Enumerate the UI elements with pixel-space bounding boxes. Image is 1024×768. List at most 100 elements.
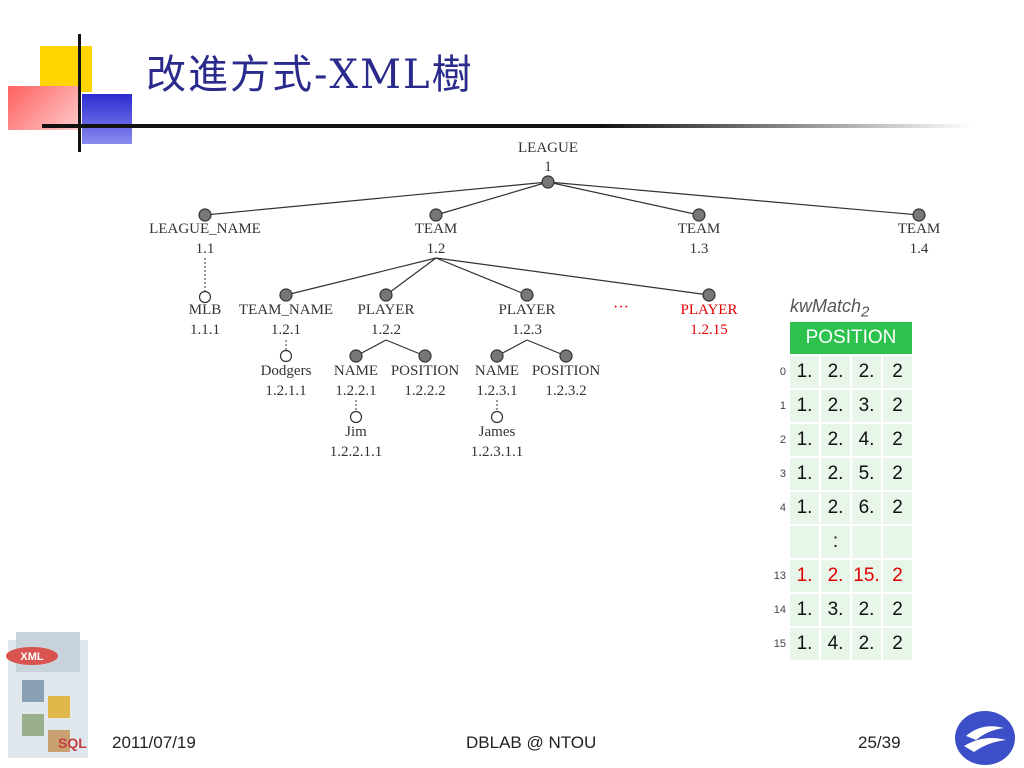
node-name [490, 349, 504, 363]
label-league: LEAGUE [518, 140, 578, 156]
label-mlb: MLB [189, 302, 222, 318]
kwmatch-cell: 2 [883, 560, 912, 592]
logo-block [22, 680, 44, 702]
kwmatch-row-index: 4 [779, 502, 786, 514]
kwmatch-row: : [764, 526, 912, 558]
node-league-name [198, 208, 212, 222]
xml-badge-text: XML [20, 651, 44, 663]
kwmatch-label-text: kwMatch [790, 296, 862, 316]
id-dodgers: 1.2.1.1 [265, 383, 306, 399]
tree-value-edges [204, 258, 498, 411]
kwmatch-cell: 1. [790, 492, 819, 524]
kwmatch-cell: 4. [852, 424, 881, 456]
university-logo [955, 711, 1015, 765]
id-league-name: 1.1 [196, 241, 215, 257]
footer-page-number: 25/39 [858, 733, 901, 752]
label-team: TEAM [415, 221, 458, 237]
edge [204, 181, 549, 216]
kwmatch-cell [852, 526, 881, 558]
logo-block [48, 696, 70, 718]
footer-date: 2011/07/19 [112, 733, 196, 752]
tree-edges [204, 181, 920, 357]
label-team: TEAM [898, 221, 941, 237]
kwmatch-cell: 1. [790, 458, 819, 490]
kwmatch-header: POSITION [790, 322, 912, 354]
kwmatch-cell: 2. [852, 628, 881, 660]
ellipsis: ··· [613, 299, 629, 316]
kwmatch-cell: : [821, 526, 850, 558]
kwmatch-row-index [764, 526, 788, 558]
logo-wave [966, 726, 1004, 740]
decor-yellow-square [40, 46, 92, 92]
kwmatch-cell: 2 [883, 424, 912, 456]
kwmatch-cell: 3. [821, 594, 850, 626]
node-position [418, 349, 432, 363]
node-team [912, 208, 926, 222]
kwmatch-cell [790, 526, 819, 558]
kwmatch-cell: 2 [883, 390, 912, 422]
id-player: 1.2.2 [371, 322, 401, 338]
kwmatch-cell: 1. [790, 628, 819, 660]
kwmatch-cell: 1. [790, 424, 819, 456]
footer-center: DBLAB @ NTOU [466, 733, 597, 752]
kwmatch-cell: 2 [883, 492, 912, 524]
node-player [520, 288, 534, 302]
edge [547, 181, 700, 216]
kwmatch-row-index: 15 [773, 638, 786, 650]
id-player-red: 1.2.15 [690, 322, 728, 338]
label-james: James [479, 424, 516, 440]
kwmatch-cell: 2 [883, 458, 912, 490]
label-position: POSITION [391, 363, 460, 379]
kwmatch-cell: 2 [883, 628, 912, 660]
sql-text: SQL [58, 735, 87, 751]
label-league-name: LEAGUE_NAME [149, 221, 261, 237]
slide-title: 改進方式-XML樹 [146, 52, 474, 98]
edge [435, 257, 528, 296]
id-name: 1.2.3.1 [476, 383, 517, 399]
kwmatch-cell: 2. [821, 458, 850, 490]
decor-blue-square [82, 94, 132, 144]
node-player [702, 288, 716, 302]
label-team: TEAM [678, 221, 721, 237]
node-team [429, 208, 443, 222]
edge [547, 181, 920, 216]
kwmatch-cell: 6. [852, 492, 881, 524]
edge [526, 339, 567, 357]
id-mlb: 1.1.1 [190, 322, 220, 338]
label-position: POSITION [532, 363, 601, 379]
node-league [541, 175, 555, 189]
kwmatch-row-index: 3 [779, 468, 786, 480]
node-team-name [279, 288, 293, 302]
label-name: NAME [475, 363, 519, 379]
edge [385, 339, 426, 357]
edge [435, 181, 549, 216]
id-name: 1.2.2.1 [335, 383, 376, 399]
kwmatch-label-subscript: 2 [861, 303, 870, 321]
title-underline [42, 124, 972, 128]
id-jim: 1.2.2.1.1 [330, 444, 383, 460]
id-team-name: 1.2.1 [271, 322, 301, 338]
kwmatch-cell: 2. [852, 356, 881, 388]
kwmatch-cell: 1. [790, 594, 819, 626]
label-team-name: TEAM_NAME [239, 302, 333, 318]
kwmatch-cell: 1. [790, 356, 819, 388]
edge [385, 257, 437, 296]
edge [435, 257, 710, 296]
kwmatch-row-index: 0 [779, 366, 786, 378]
label-player: PLAYER [499, 302, 556, 318]
logo-block [22, 714, 44, 736]
node-player [379, 288, 393, 302]
id-position: 1.2.2.2 [404, 383, 445, 399]
edge [285, 257, 437, 296]
kwmatch-cell: 2. [821, 356, 850, 388]
kwmatch-row-index: 2 [779, 434, 786, 446]
